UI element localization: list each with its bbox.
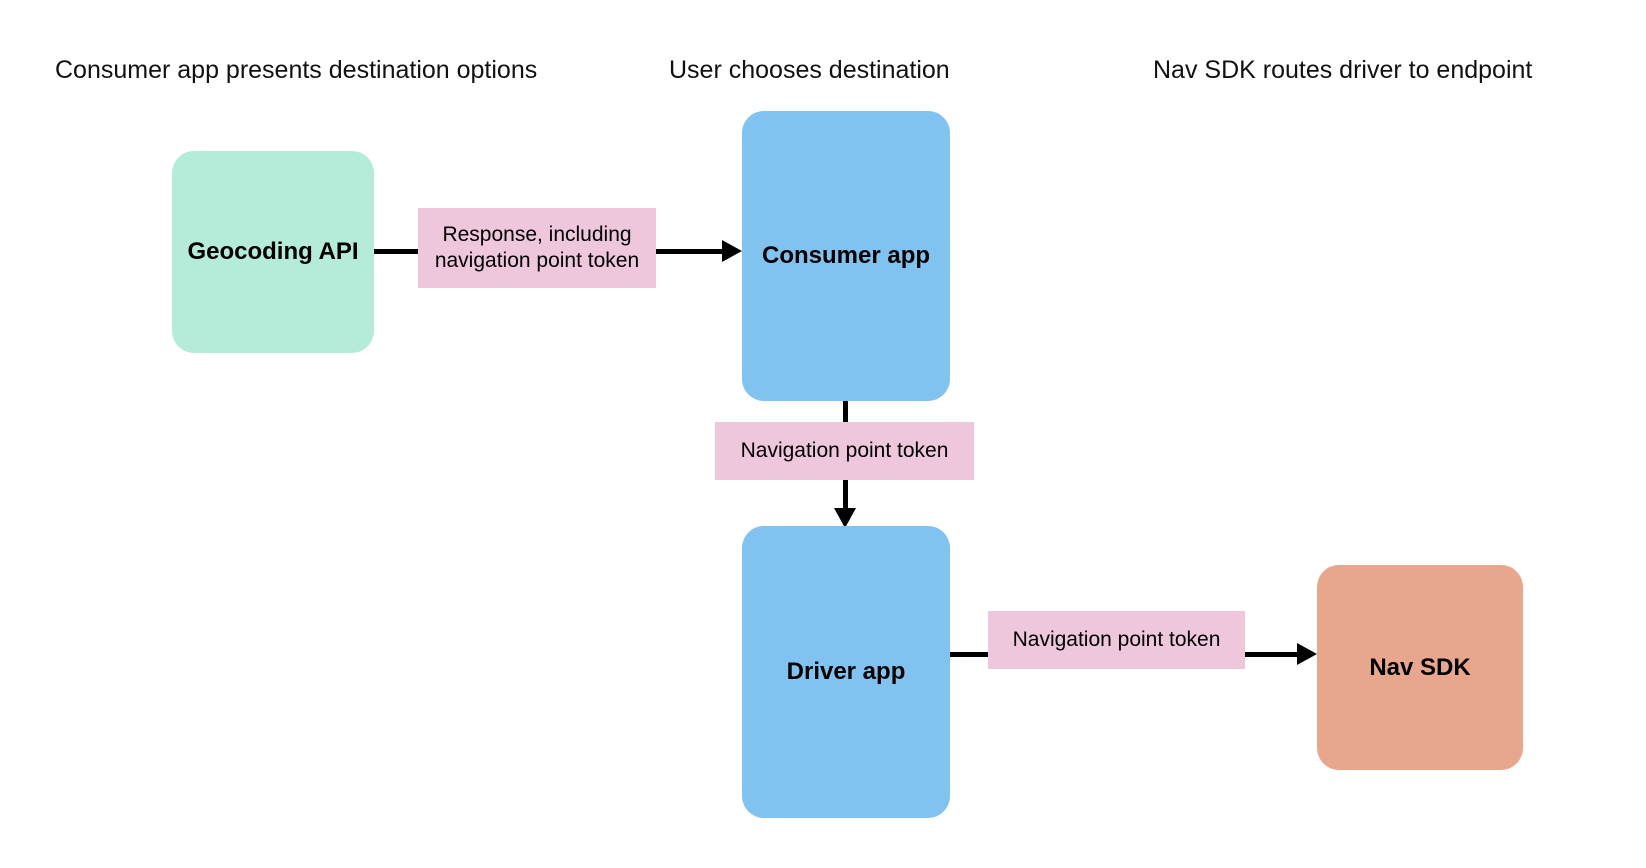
node-nav-sdk[interactable]: Nav SDK xyxy=(1317,565,1523,770)
arrow-geocoding-to-consumer-head-icon xyxy=(722,240,742,262)
column-heading-user: User chooses destination xyxy=(669,56,950,84)
column-heading-consumer: Consumer app presents destination option… xyxy=(55,56,538,84)
node-driver-app[interactable]: Driver app xyxy=(742,526,950,818)
edge-label-navigation-point-token-consumer-driver: Navigation point token xyxy=(715,422,974,480)
edge-label-response-including-navigation-point-token: Response, including navigation point tok… xyxy=(418,208,656,288)
node-consumer-app[interactable]: Consumer app xyxy=(742,111,950,401)
arrow-driver-to-navsdk-head-icon xyxy=(1297,643,1317,665)
column-heading-nav-sdk: Nav SDK routes driver to endpoint xyxy=(1153,56,1533,84)
arrow-consumer-to-driver-head-icon xyxy=(834,508,856,528)
edge-label-navigation-point-token-driver-navsdk: Navigation point token xyxy=(988,611,1245,669)
node-geocoding-api[interactable]: Geocoding API xyxy=(172,151,374,353)
